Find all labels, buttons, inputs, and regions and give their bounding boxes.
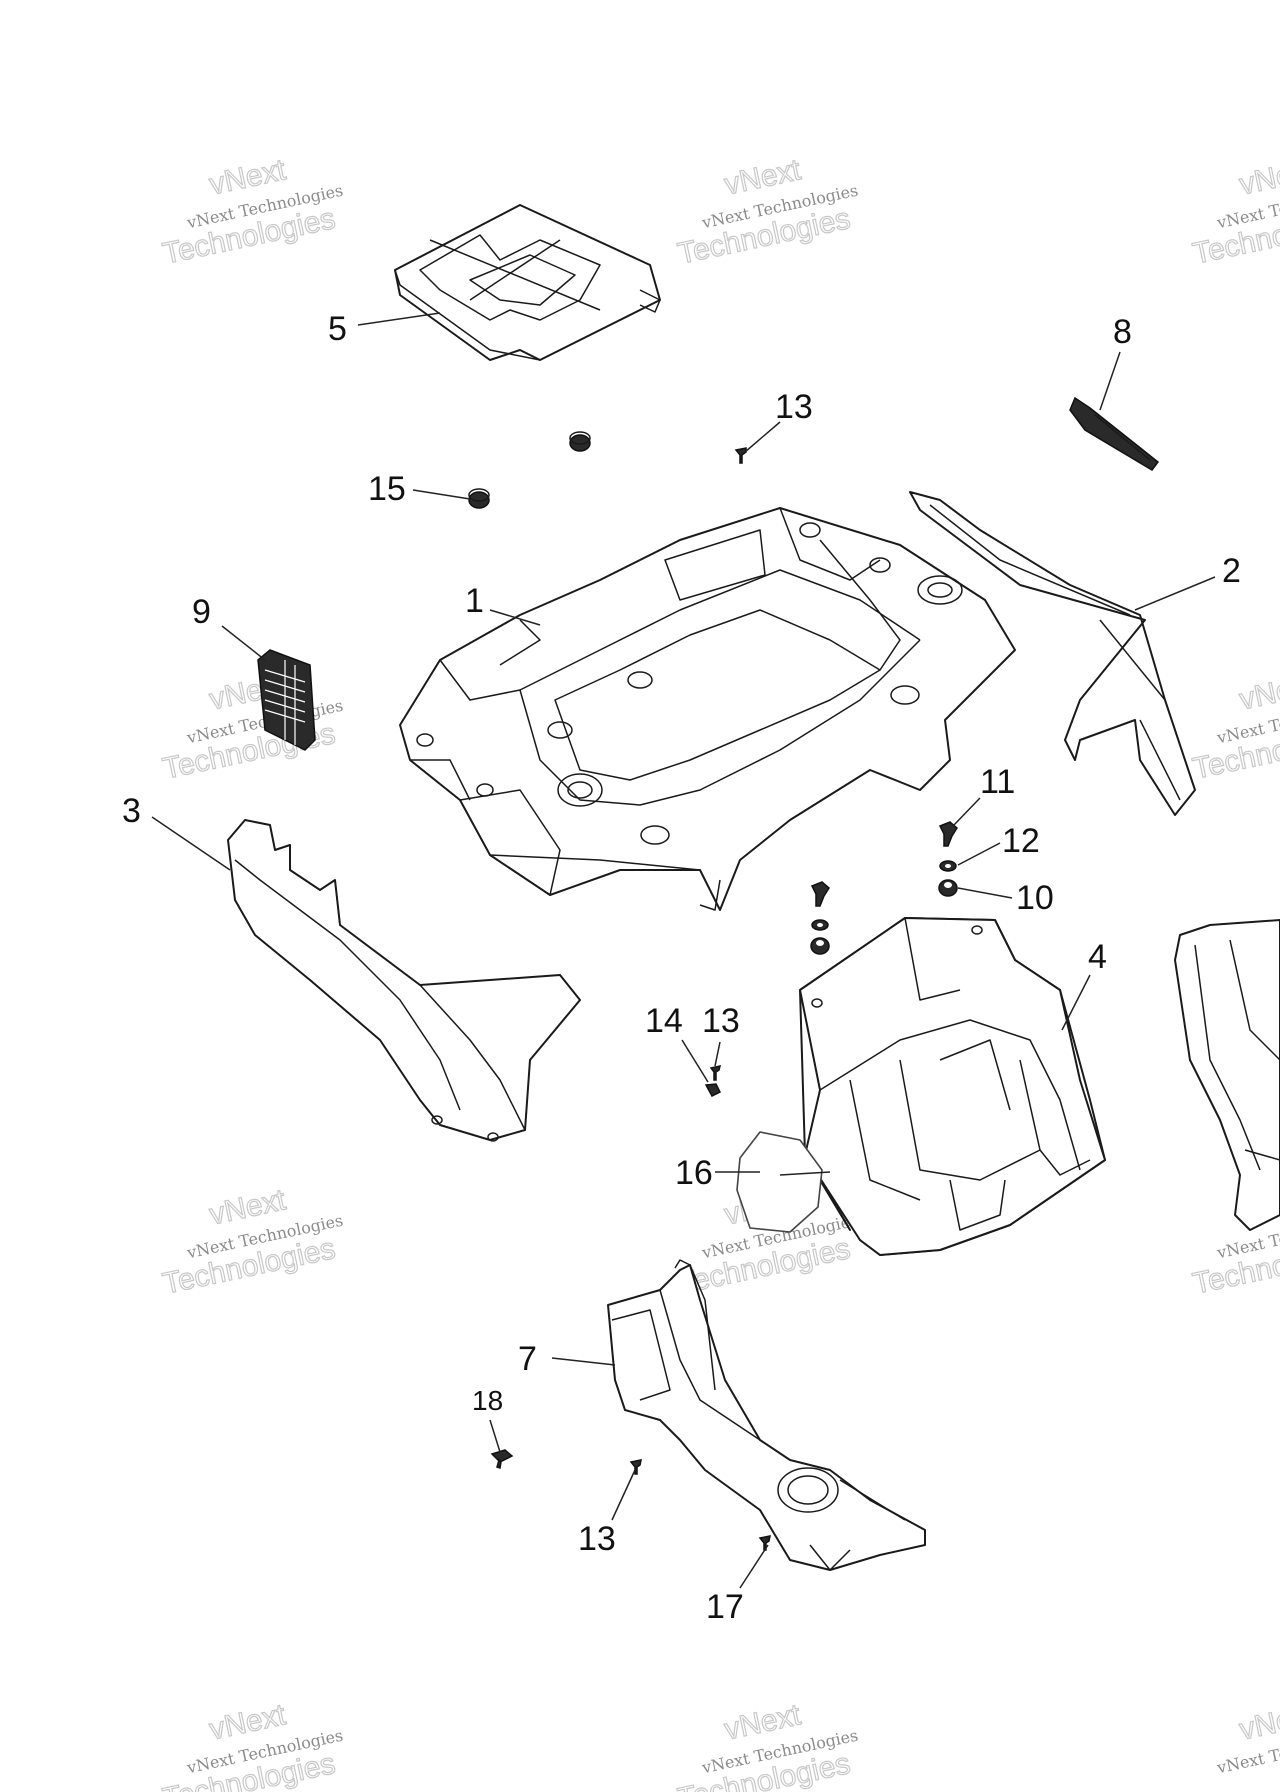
- leader-17: [739, 1544, 769, 1589]
- watermark: vNext vNext Technologies: [1214, 1698, 1280, 1778]
- callout-12: 12: [1002, 822, 1040, 860]
- watermark: vNext vNext Technologies Technologies: [1189, 153, 1280, 272]
- callout-8: 8: [1113, 313, 1132, 351]
- part-3-side-panel: [227, 819, 581, 1142]
- leader-7: [551, 1357, 616, 1366]
- leader-13c: [611, 1469, 636, 1521]
- leader-4: [1061, 974, 1091, 1031]
- watermark: vNext vNext Technologies Technologies: [1189, 668, 1280, 787]
- part-16-octagon-decal: [736, 1131, 823, 1233]
- part-13-screw: [709, 1065, 722, 1081]
- part-6-partial-panel: [1174, 919, 1280, 1231]
- part-18-clip: [490, 1449, 514, 1469]
- callout-3: 3: [122, 792, 141, 830]
- callout-15: 15: [368, 470, 406, 508]
- part-11-fastener: [810, 821, 958, 907]
- part-5-cover-panel: [394, 204, 661, 361]
- callout-13-bottom: 13: [578, 1520, 616, 1558]
- leader-2: [1134, 576, 1216, 611]
- part-17-screw: [758, 1535, 771, 1551]
- watermark-vnext: vNext: [1237, 153, 1280, 201]
- leader-15: [412, 489, 471, 500]
- leader-14: [681, 1039, 709, 1083]
- callout-18: 18: [472, 1385, 503, 1416]
- leader-lines: [151, 312, 1216, 1589]
- callout-7: 7: [518, 1340, 537, 1378]
- watermark: vNext vNext Technologies Technologies: [159, 153, 344, 272]
- watermark-vnext: vNext: [1237, 668, 1280, 716]
- callout-4: 4: [1088, 938, 1107, 976]
- callout-16: 16: [675, 1154, 713, 1192]
- callout-9: 9: [192, 593, 211, 631]
- part-13-screw: [629, 1459, 642, 1475]
- watermark: vNext vNext Technologies Technologies: [159, 668, 344, 787]
- watermark: vNext vNext Technologies Technologies: [159, 1698, 344, 1792]
- callout-labels: 5 8 13 15 1 2 9 3 11 12 10 4 14 13 16 7 …: [122, 310, 1241, 1626]
- part-14-clip: [704, 1083, 722, 1097]
- callout-5: 5: [328, 310, 347, 348]
- part-4-floor-tray: [799, 917, 1106, 1256]
- part-9-vent-grille: [257, 649, 316, 751]
- watermark: vNext vNext Technologies Technologies: [674, 1698, 859, 1792]
- callout-11: 11: [980, 763, 1015, 801]
- leader-10: [957, 887, 1013, 899]
- leader-3: [151, 816, 231, 871]
- part-12-washer: [811, 860, 957, 931]
- part-1-storage-tray: [399, 507, 1016, 911]
- leader-8: [1099, 351, 1121, 411]
- leader-5: [357, 312, 441, 326]
- callout-17: 17: [706, 1588, 744, 1626]
- callout-13-top: 13: [775, 388, 813, 426]
- callout-1: 1: [465, 582, 484, 620]
- part-13-screw: [734, 447, 747, 464]
- part-7-lower-panel: [607, 1259, 926, 1571]
- callout-2: 2: [1222, 552, 1241, 590]
- leader-16b: [779, 1171, 831, 1176]
- leader-13a: [744, 421, 781, 453]
- watermark: vNext vNext Technologies Technologies: [159, 1183, 344, 1302]
- leader-11: [952, 797, 981, 827]
- leader-13b: [714, 1041, 721, 1067]
- leader-1: [489, 609, 541, 626]
- callout-10: 10: [1016, 879, 1054, 917]
- part-10-nut: [810, 879, 958, 955]
- part-15-grommet: [468, 431, 591, 509]
- part-2-side-panel: [909, 491, 1196, 816]
- leader-12: [957, 842, 1001, 866]
- callout-14: 14: [645, 1002, 683, 1040]
- leader-18: [489, 1419, 501, 1453]
- part-8-bracket: [1069, 396, 1160, 471]
- callout-13-mid: 13: [702, 1002, 740, 1040]
- watermark-vnext: vNext: [1237, 1698, 1280, 1746]
- leader-9: [221, 625, 266, 661]
- watermark: vNext vNext Technologies Technologies: [674, 153, 859, 272]
